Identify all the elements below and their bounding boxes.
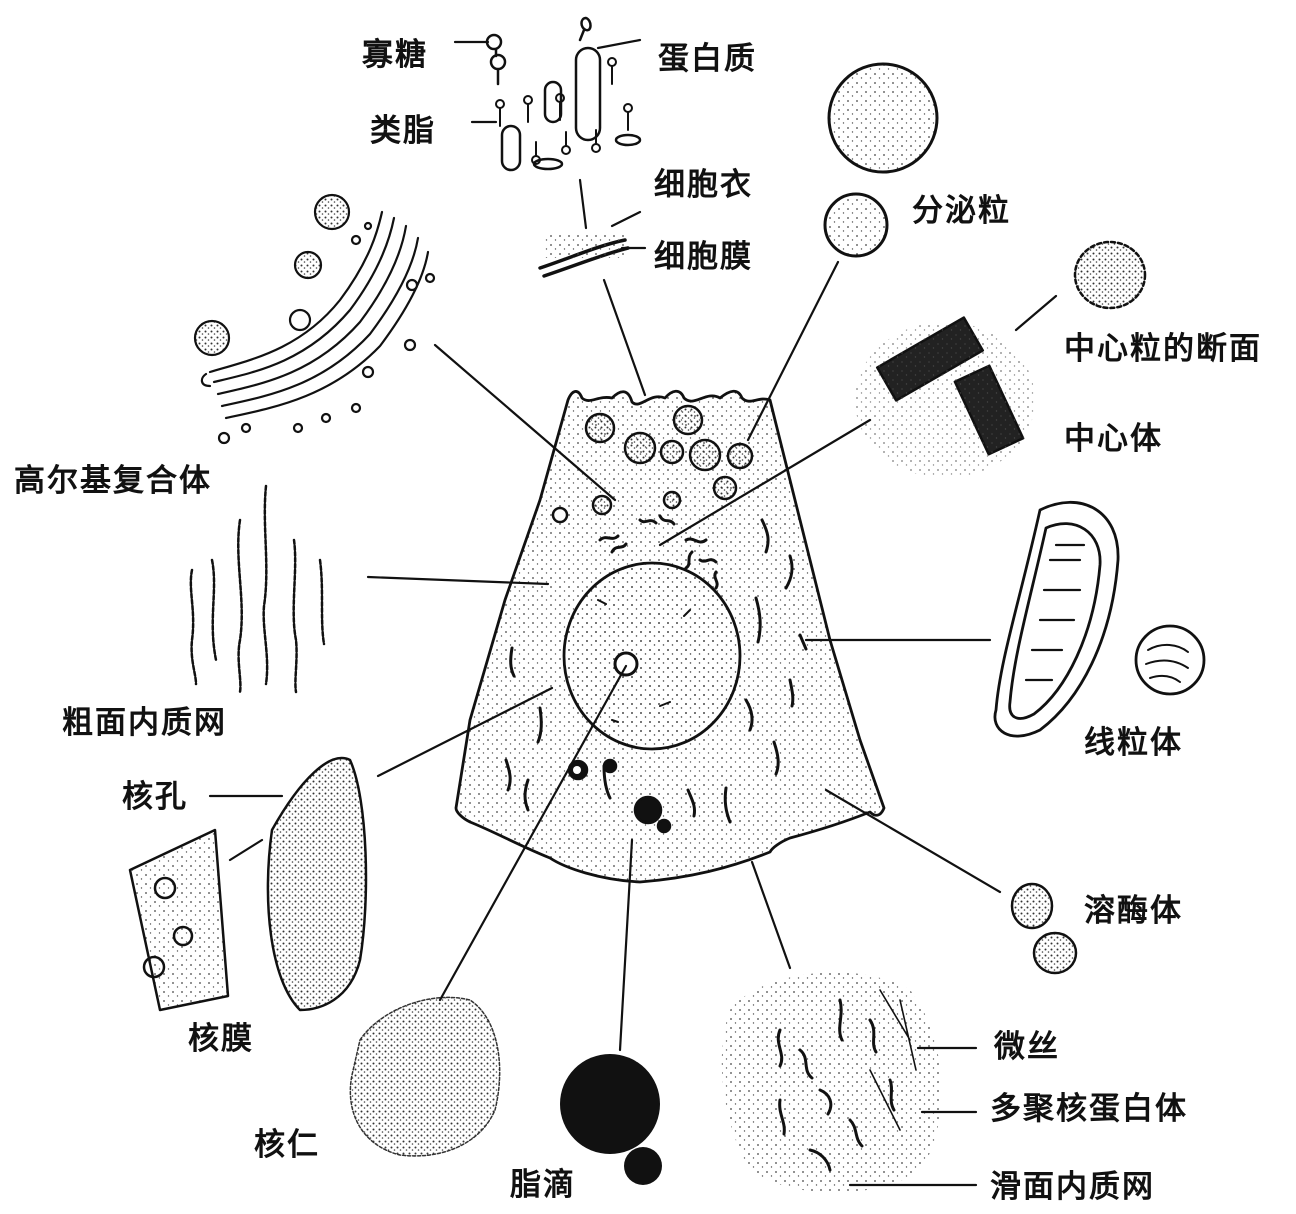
label-nucleolus: 核仁 [254, 1130, 320, 1161]
label-polyribosome: 多聚核蛋白体 [990, 1094, 1188, 1125]
label-secretory-granule: 分泌粒 [912, 196, 1011, 227]
label-nuclear-pore: 核孔 [122, 782, 188, 813]
label-lipid: 类脂 [370, 116, 436, 147]
label-protein: 蛋白质 [658, 44, 757, 75]
nucleolus-detail [350, 997, 499, 1156]
label-centrosome: 中心体 [1064, 424, 1163, 455]
label-smooth-er: 滑面内质网 [990, 1172, 1155, 1203]
label-nuclear-envelope: 核膜 [188, 1024, 254, 1055]
label-cell-coat: 细胞衣 [654, 170, 753, 201]
mitochondrion-detail [995, 502, 1204, 736]
nucleus [564, 563, 740, 749]
label-microfilament: 微丝 [994, 1032, 1060, 1063]
label-golgi: 高尔基复合体 [14, 466, 212, 497]
rough-er-detail [191, 486, 324, 692]
label-rough-er: 粗面内质网 [62, 708, 227, 739]
membrane-molecular-model [487, 18, 640, 170]
cytoplasm-detail [722, 973, 942, 1193]
label-mitochondrion: 线粒体 [1084, 728, 1183, 759]
label-centriole-section: 中心粒的断面 [1064, 334, 1262, 365]
label-lysosome: 溶酶体 [1084, 896, 1183, 927]
lipid-droplet-detail [560, 1054, 662, 1185]
label-oligosaccharide: 寡糖 [362, 40, 428, 71]
label-lipid-droplet: 脂滴 [510, 1170, 576, 1201]
cell-coat-membrane-fragment [540, 232, 628, 276]
label-cell-membrane: 细胞膜 [654, 242, 753, 273]
lysosome-detail [1012, 884, 1076, 973]
golgi-detail [195, 195, 434, 443]
